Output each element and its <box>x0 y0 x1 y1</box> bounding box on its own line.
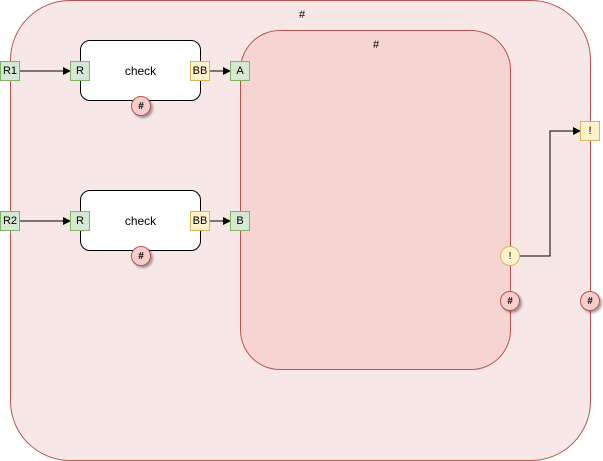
process-check-1[interactable]: check <box>80 40 201 101</box>
process-1-out-port[interactable]: BB <box>190 61 210 81</box>
inner-marker: # <box>500 291 520 311</box>
process-2-out-port[interactable]: BB <box>190 211 210 231</box>
process-2-marker: # <box>131 246 151 266</box>
outer-output-port[interactable]: ! <box>580 121 600 141</box>
process-1-marker: # <box>131 96 151 116</box>
inner-container-label: # <box>372 39 380 51</box>
input-port-r2[interactable]: R2 <box>0 211 20 231</box>
inner-port-b[interactable]: B <box>230 211 250 231</box>
process-1-in-port[interactable]: R <box>70 61 90 81</box>
outer-marker: # <box>580 291 600 311</box>
process-check-2[interactable]: check <box>80 190 201 251</box>
inner-port-a[interactable]: A <box>230 61 250 81</box>
process-check-2-label: check <box>124 213 157 228</box>
process-check-1-label: check <box>124 63 157 78</box>
inner-container <box>240 30 511 370</box>
inner-warning-port[interactable]: ! <box>500 246 520 266</box>
process-2-in-port[interactable]: R <box>70 211 90 231</box>
outer-container-label: # <box>298 9 306 21</box>
edge-warn-to-out <box>520 127 581 257</box>
input-port-r1[interactable]: R1 <box>0 61 20 81</box>
